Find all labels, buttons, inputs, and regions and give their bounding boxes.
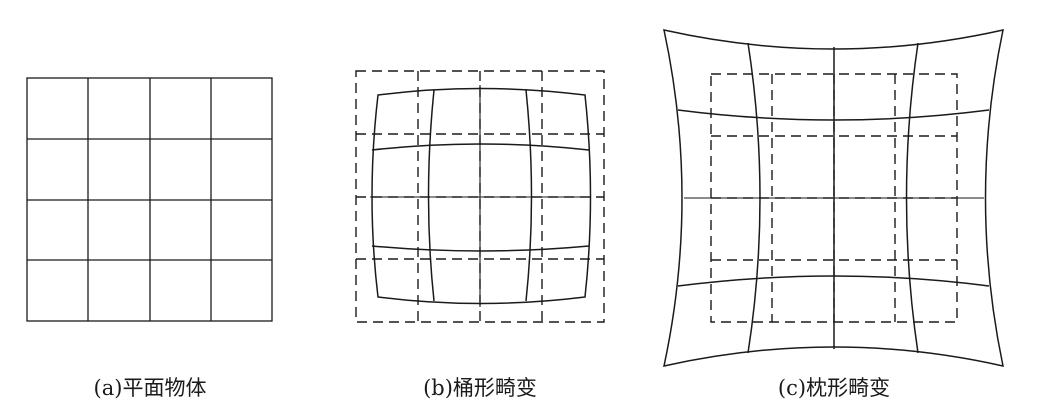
barrel-grid-solid: [370, 85, 592, 307]
barrel-grid-border: [371, 87, 592, 305]
pincushion-grid-line: [677, 275, 990, 287]
panel-a-planar-grid: [26, 77, 273, 322]
barrel-grid-line: [371, 143, 590, 151]
caption-planar-object: (a)平面物体: [93, 376, 207, 400]
barrel-grid-line: [525, 89, 533, 302]
pincushion-grid-solid: [663, 29, 1004, 367]
panel-c-pincushion-distortion: [663, 29, 1004, 367]
caption-barrel-distortion: (b)桶形畸变: [423, 376, 537, 400]
panel-b-barrel-distortion: [355, 70, 605, 323]
caption-pincushion-distortion: (c)枕形畸变: [777, 376, 891, 400]
barrel-grid-line: [427, 89, 435, 302]
barrel-grid-line: [371, 245, 590, 252]
pincushion-grid-border: [663, 29, 1004, 367]
pincushion-grid-line: [677, 109, 990, 121]
